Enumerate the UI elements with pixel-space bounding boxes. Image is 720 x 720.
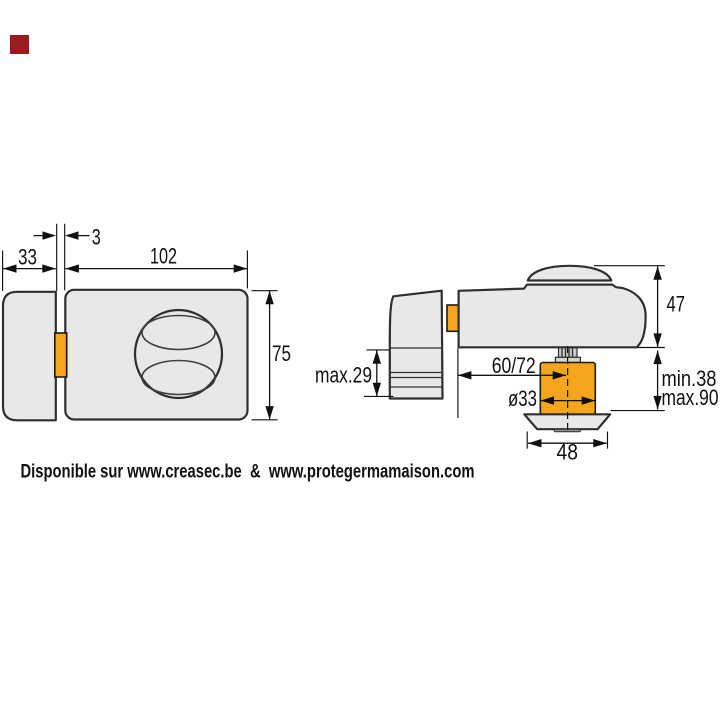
arrowhead — [372, 350, 381, 364]
arrowhead — [653, 395, 662, 410]
front-strike-plate — [1, 290, 57, 422]
arrowhead — [653, 350, 662, 365]
arrowhead — [3, 264, 17, 273]
extension-lines — [56, 223, 66, 291]
side-rosette — [523, 413, 612, 431]
stem-threads — [561, 348, 574, 357]
dim-plate-width-33: 33 — [2, 245, 56, 291]
dim-cylinder-min-label: min.38 — [662, 366, 717, 391]
extension-lines — [526, 431, 609, 449]
side-view — [388, 264, 647, 434]
dim-body-height-label: 75 — [272, 341, 291, 366]
brand-mark — [10, 35, 29, 54]
side-outer-plate — [388, 289, 444, 400]
dim-body-height-75: 75 — [251, 290, 291, 421]
front-view — [1, 288, 249, 422]
arrowhead — [233, 264, 248, 273]
arrowhead — [372, 382, 381, 397]
front-bolt — [53, 332, 68, 378]
dim-backset-60-72: 60/72 — [457, 348, 567, 418]
dim-gap-3: 3 — [33, 223, 101, 291]
knob-grip-bottom — [141, 359, 216, 396]
rosette-tab — [553, 428, 582, 433]
arrowhead — [653, 333, 662, 347]
dim-plate-depth-label: max.29 — [315, 363, 372, 388]
dim-body-width-102: 102 — [65, 244, 248, 289]
arrowhead — [540, 396, 554, 405]
dim-body-width-label: 102 — [150, 244, 177, 269]
arrowhead — [65, 264, 79, 273]
side-knob-dome — [526, 264, 613, 282]
dim-rosette-width-48: 48 — [526, 431, 609, 465]
arrowhead — [581, 396, 596, 405]
dim-plate-width-label: 33 — [18, 245, 37, 270]
dim-rosette-width-label: 48 — [557, 440, 579, 465]
extension-lines — [251, 290, 278, 421]
dim-cylinder-diameter-label: ø33 — [508, 386, 537, 411]
arrowhead — [42, 231, 56, 240]
dim-cylinder-length-min-max: min.38 max.90 — [610, 350, 719, 412]
side-bolt — [446, 304, 460, 333]
dim-body-depth-47: 47 — [594, 265, 686, 349]
dim-gap-label: 3 — [92, 225, 101, 250]
knob-outer — [133, 308, 224, 400]
arrowhead — [42, 264, 56, 273]
dim-body-depth-label: 47 — [667, 292, 686, 317]
arrowhead — [265, 406, 274, 420]
dim-cylinder-max-label: max.90 — [662, 385, 719, 410]
arrowhead — [653, 266, 662, 280]
arrowhead — [65, 231, 79, 240]
availability-text: Disponible sur www.creasec.be & www.prot… — [21, 462, 475, 483]
reference-lines — [364, 349, 394, 397]
knob-grip-top — [141, 314, 216, 351]
arrowhead — [265, 290, 274, 305]
dim-plate-depth-max29: max.29 — [315, 349, 394, 397]
side-lock-body — [457, 283, 647, 349]
arrowhead — [457, 371, 472, 380]
arrowhead — [528, 439, 542, 448]
dim-backset-label: 60/72 — [492, 353, 536, 378]
reference-lines — [594, 265, 665, 349]
arrowhead — [593, 439, 607, 448]
dim-cylinder-diameter-33: ø33 — [508, 386, 596, 411]
side-plate-seams — [389, 347, 443, 388]
arrowhead — [552, 371, 567, 380]
